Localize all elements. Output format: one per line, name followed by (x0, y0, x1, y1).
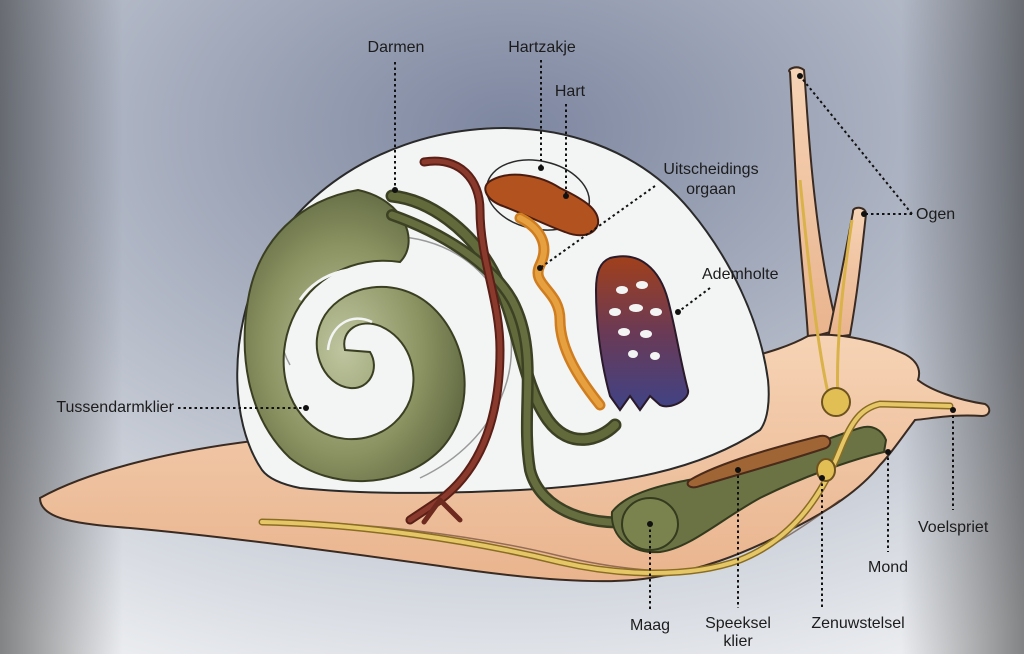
lower-tentacle (826, 206, 868, 340)
salivary-gland (686, 434, 832, 489)
leader-uitscheidings (539, 185, 656, 269)
label-zenuwstelsel: Zenuwstelsel (811, 615, 905, 632)
label-maag: Maag (629, 617, 671, 634)
leader-dots (303, 73, 956, 527)
label-voelspriet: Voelspriet (918, 519, 989, 536)
upper-tentacle (788, 66, 840, 340)
label-speeksel-line2: klier (723, 633, 753, 650)
leader-lines (178, 60, 954, 612)
label-hart: Hart (554, 83, 586, 100)
lung (594, 255, 690, 412)
label-darmen: Darmen (367, 39, 425, 56)
digestive-gland (243, 188, 466, 482)
leader-ogen-1 (799, 75, 913, 215)
label-uitscheidings-line1: Uitscheidings (663, 161, 759, 178)
label-mond: Mond (867, 559, 909, 576)
label-ademholte: Ademholte (702, 266, 779, 283)
excretory-organ-inner (517, 215, 603, 408)
label-tussendarmklier: Tussendarmklier (56, 399, 174, 416)
blood-vessel-inner (407, 158, 503, 523)
nervous-system (258, 179, 954, 577)
leader-ademholte (677, 287, 711, 313)
label-hartzakje: Hartzakje (508, 39, 576, 56)
blood-vessel-fork (421, 497, 463, 525)
label-speeksel-line1: Speeksel (705, 615, 771, 632)
intestine (385, 189, 656, 529)
label-ogen: Ogen (916, 206, 956, 223)
label-uitscheidings-line2: orgaan (686, 181, 736, 198)
